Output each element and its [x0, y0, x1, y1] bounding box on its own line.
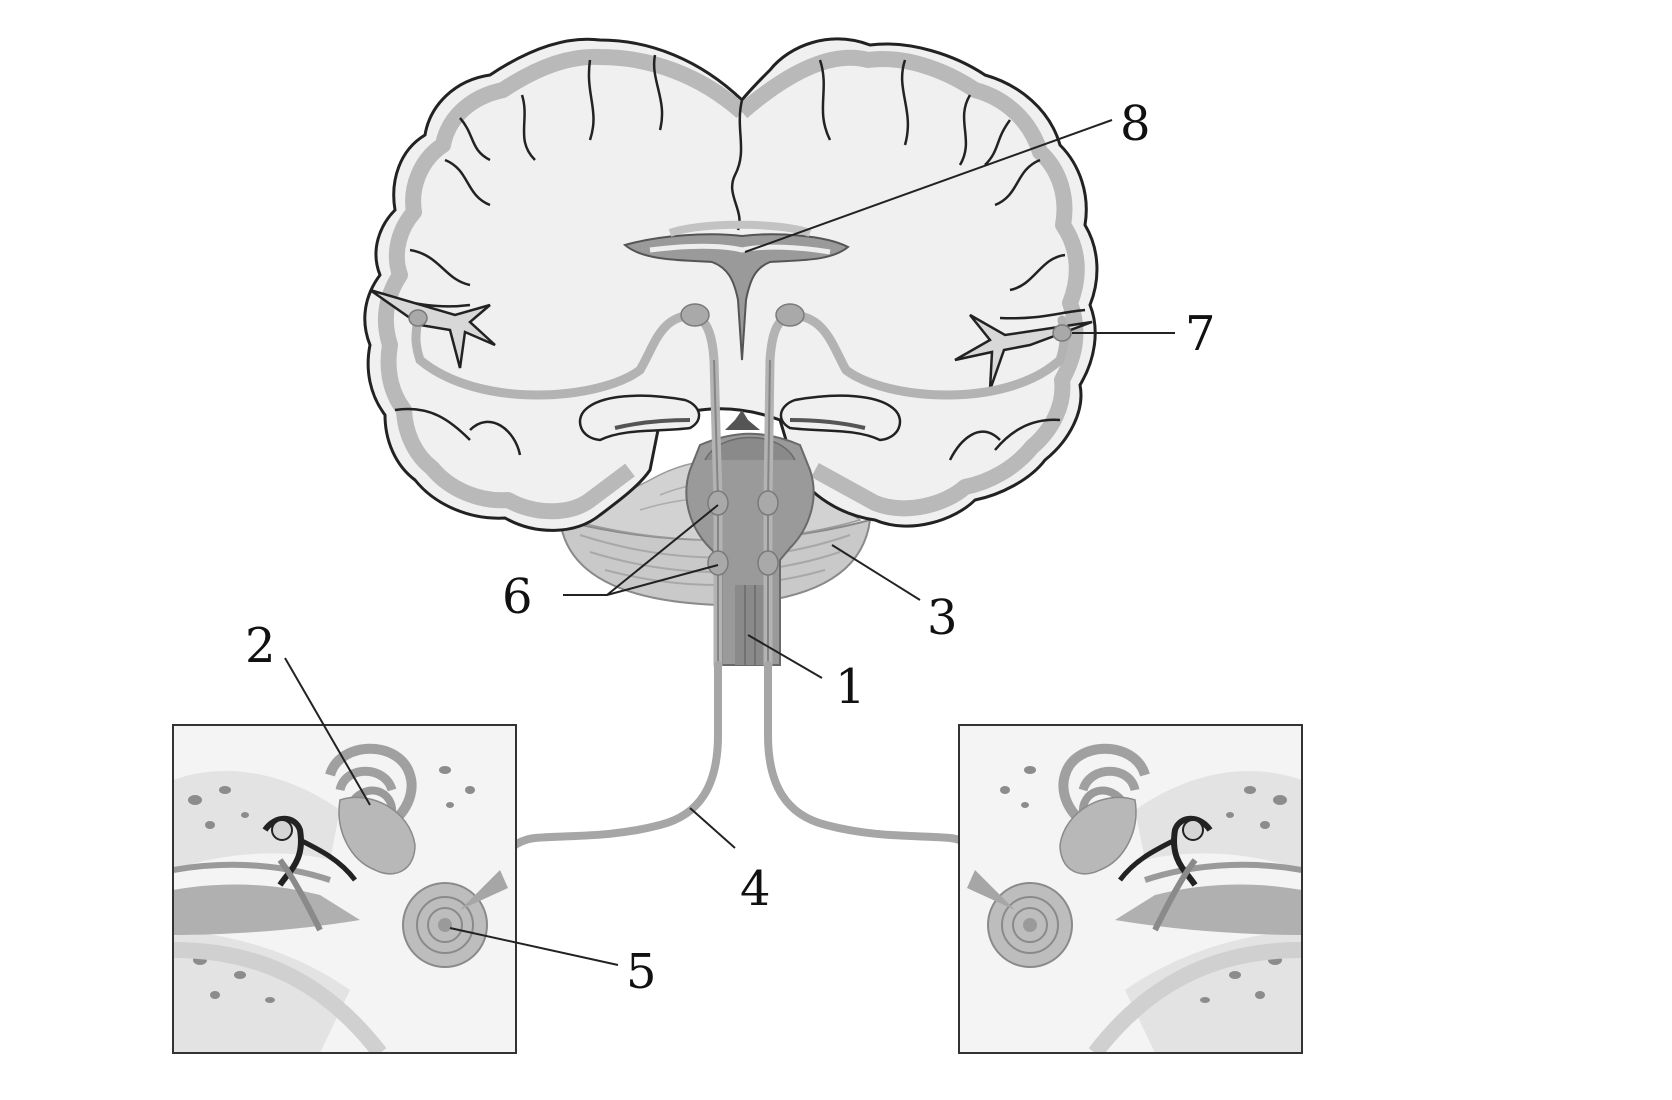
- cochlea-left: [402, 882, 488, 968]
- label-1: 1: [835, 659, 866, 715]
- callout-labels: 1 2 3 4 5 6 7 8: [245, 96, 1216, 1000]
- auditory-nerves: [486, 661, 999, 879]
- right-ear-inset: [958, 724, 1303, 1054]
- label-6: 6: [502, 569, 533, 625]
- brainstem: [685, 410, 815, 666]
- label-3: 3: [927, 590, 958, 646]
- cerebrum: [363, 37, 1099, 532]
- brain-coronal-section: [363, 37, 1099, 670]
- label-5: 5: [626, 944, 657, 1000]
- leader-lines: [284, 119, 1175, 966]
- relay-nuclei: [408, 303, 1072, 576]
- left-ear-inset: [172, 724, 517, 1054]
- label-7: 7: [1185, 306, 1216, 362]
- lateral-ventricle: [622, 233, 850, 361]
- label-2: 2: [245, 618, 276, 674]
- label-8: 8: [1120, 96, 1151, 152]
- label-4: 4: [740, 861, 771, 917]
